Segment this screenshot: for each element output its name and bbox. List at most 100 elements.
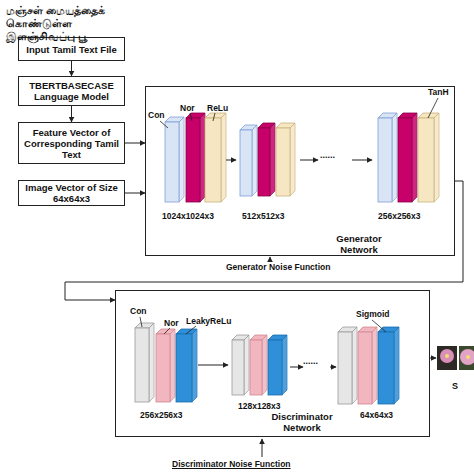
block-front <box>156 334 170 402</box>
model-box: TBERTBASECASE Language Model <box>18 76 125 106</box>
block-front <box>268 340 282 395</box>
flow-arrow <box>300 160 318 161</box>
block-side <box>270 123 275 196</box>
output-flower <box>440 349 454 363</box>
leader-line <box>190 113 192 121</box>
block-top <box>232 335 249 340</box>
block-side <box>290 123 295 196</box>
block-front <box>338 332 352 404</box>
leader-line <box>164 328 170 334</box>
feature-box: Feature Vector of Corresponding Tamil Te… <box>18 122 125 164</box>
block-top <box>135 323 154 328</box>
layer-block <box>156 329 175 402</box>
block-front <box>135 328 149 402</box>
block-front <box>378 118 392 202</box>
noise-label: Generator Noise Function <box>226 262 330 272</box>
output-caption: S <box>452 381 458 391</box>
output-photo <box>459 346 474 370</box>
title-text: மஞ்சள் மையத்தைக் கொண்டுள்ள இளஞ்சிவப்பு ப… <box>6 4 118 43</box>
block-front <box>418 118 434 202</box>
layer-block <box>250 335 267 395</box>
block-top <box>165 117 184 122</box>
block-top <box>358 327 377 332</box>
flow-arrow <box>290 367 303 368</box>
flow-connector <box>125 143 145 144</box>
dimension-label: 512x512x3 <box>242 211 285 221</box>
layer-name: Nor <box>180 103 195 113</box>
leader-lines <box>140 98 438 334</box>
dimension-label: 64x64x3 <box>360 410 393 420</box>
output-images <box>437 346 474 370</box>
layer-block <box>268 335 287 395</box>
layer-name: ReLu <box>207 103 228 113</box>
layer-blocks <box>135 113 439 404</box>
layer-block <box>240 125 257 196</box>
block-side <box>244 335 249 395</box>
noise-label: Discriminator Noise Function <box>172 459 291 469</box>
leader-line <box>140 317 142 327</box>
node-label: Discriminator Network <box>264 411 340 433</box>
block-side <box>394 327 399 404</box>
block-front <box>232 340 244 395</box>
layer-block <box>258 123 275 196</box>
flow-arrow <box>198 365 228 366</box>
block-front <box>176 334 192 402</box>
block-side <box>282 335 287 395</box>
flow-connector <box>71 106 72 122</box>
block-side <box>262 335 267 395</box>
ellipsis-mark: ...... <box>303 356 318 366</box>
flow-connector <box>65 181 463 300</box>
layer-block <box>176 329 197 402</box>
leader-line <box>372 320 386 332</box>
node-label: TBERTBASECASE Language Model <box>22 80 121 102</box>
block-front <box>258 128 270 196</box>
image-vector-box: Image Vector of Size 64x64x3 <box>18 180 125 206</box>
block-side <box>192 329 197 402</box>
block-top <box>398 113 417 118</box>
node-label: Image Vector of Size 64x64x3 <box>22 182 121 204</box>
layer-block <box>418 113 439 202</box>
block-top <box>338 327 357 332</box>
block-front <box>358 332 372 404</box>
block-side <box>412 113 417 202</box>
block-top <box>276 123 295 128</box>
dimension-label: 256x256x3 <box>378 211 421 221</box>
dimension-label: 256x256x3 <box>140 410 183 420</box>
block-side <box>392 113 397 202</box>
block-side <box>352 327 357 404</box>
output-arrow <box>430 358 436 359</box>
block-top <box>186 113 205 118</box>
layer-block <box>232 335 249 395</box>
layer-name: Con <box>148 110 165 120</box>
block-side <box>372 327 377 404</box>
block-front <box>398 118 412 202</box>
block-top <box>258 123 275 128</box>
layer-block <box>398 113 417 202</box>
block-top <box>240 125 257 130</box>
output-photo <box>437 346 457 370</box>
flow-connector <box>125 193 145 194</box>
layer-block <box>378 327 399 404</box>
block-front <box>378 332 394 404</box>
block-front <box>186 118 200 202</box>
layer-name: Sigmoid <box>356 309 390 319</box>
block-side <box>252 125 257 196</box>
flow-arrow <box>330 367 336 368</box>
block-side <box>170 329 175 402</box>
layer-name: TanH <box>428 87 449 97</box>
layer-block <box>165 117 184 202</box>
block-front <box>250 340 262 395</box>
layer-block <box>205 113 226 202</box>
layer-block <box>378 113 397 202</box>
layer-block <box>276 123 295 196</box>
leader-line <box>186 326 196 334</box>
flow-arrow <box>352 160 372 161</box>
layer-name: LeakyReLu <box>186 316 231 326</box>
flow-arrows <box>198 160 436 457</box>
layer-block <box>358 327 377 404</box>
block-side <box>221 113 226 202</box>
node-label: Input Tamil Text File <box>26 44 116 55</box>
